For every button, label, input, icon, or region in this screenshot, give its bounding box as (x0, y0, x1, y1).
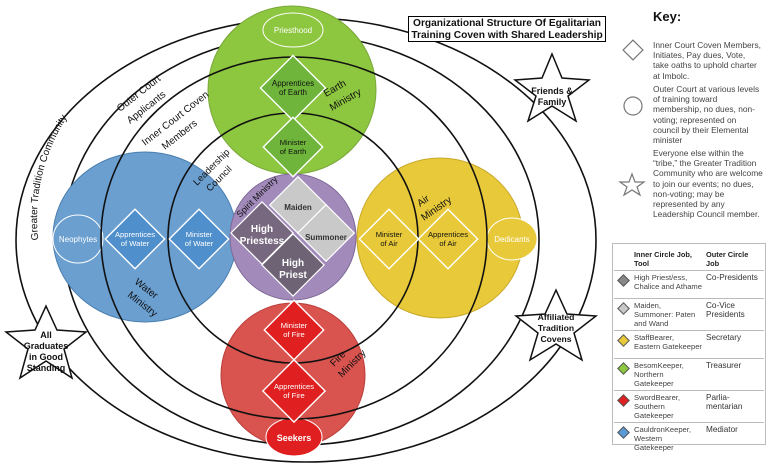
job-outer-cell: Co-Vice Presidents (704, 298, 764, 331)
air-apprentices-label-2: of Air (439, 239, 457, 248)
jobs-header-row: Inner Circle Job, Tool Outer Circle Job (614, 248, 764, 271)
graduates-star-label-1: All (40, 330, 52, 340)
earth-apprentices-diamond (259, 54, 327, 122)
job-outer-cell: Mediator (704, 422, 764, 454)
water-minister-label-1: Minister (186, 230, 213, 239)
jobs-header-inner: Inner Circle Job, Tool (634, 250, 692, 268)
affiliated-star (513, 288, 599, 362)
high-priest-diamond (261, 233, 325, 297)
summoner-diamond (296, 203, 356, 263)
fire-minister-label-2: of Fire (283, 330, 305, 339)
high-priestess-label-2: Priestess (240, 236, 285, 247)
job-outer-cell: Secretary (704, 330, 764, 359)
graduates-star-label-2: Graduates (24, 341, 69, 351)
affiliated-star-label-1: Affiliated (538, 312, 575, 322)
fire-minister-diamond (263, 299, 325, 361)
fire-apprentices-label-1: Apprentices (274, 382, 314, 391)
job-inner-cell: SwordBearer, Southern Gatekeeper (632, 390, 704, 423)
job-swatch-cell (614, 298, 632, 331)
job-swatch-icon (616, 334, 630, 347)
fire-minister-label-1: Minister (281, 321, 308, 330)
air-apprentices-diamond (417, 208, 479, 270)
friends-star-label-2: Family (538, 97, 567, 107)
earth-minister-label-1: Minister (280, 138, 307, 147)
air-minister-label-1: Minister (376, 230, 403, 239)
earth-apprentices-label-1: Apprentices (272, 79, 314, 88)
key-diamond-text: Inner Court Coven Members, Initiates, Pa… (653, 40, 761, 81)
title-line-1: Organizational Structure Of Egalitarian (413, 18, 601, 29)
dedicants-label: Dedicants (494, 235, 530, 244)
affiliated-star-label-3: Covens (540, 334, 571, 344)
job-swatch-cell (614, 422, 632, 454)
water-apprentices-diamond (104, 208, 166, 270)
priesthood-label: Priesthood (274, 26, 312, 35)
job-inner-cell: BesomKeeper, Northern Gatekeeper (632, 358, 704, 391)
air-minister-diamond (358, 208, 420, 270)
diagram-title: Organizational Structure Of Egalitarian … (408, 16, 606, 42)
high-priestess-label-1: High (251, 224, 273, 235)
air-apprentices-label-1: Apprentices (428, 230, 468, 239)
earth-apprentices-label-2: of Earth (279, 88, 307, 97)
job-outer-cell: Co-Presidents (704, 270, 764, 299)
earth-minister-diamond (262, 116, 324, 178)
key-title: Key: (653, 9, 682, 24)
graduates-star-label-4: Standing (27, 363, 66, 373)
job-swatch-cell (614, 330, 632, 359)
affiliated-star-label-2: Tradition (538, 323, 574, 333)
jobs-header-swatch (614, 248, 632, 271)
neophytes-circle (52, 214, 104, 264)
graduates-star-label-3: in Good (29, 352, 63, 362)
job-swatch-icon (616, 426, 630, 439)
job-inner-cell: High Priest/ess, Chalice and Athame (632, 270, 704, 299)
job-outer-cell: Treasurer (704, 358, 764, 391)
key-diamond-icon (622, 39, 644, 61)
water-apprentices-label-2: of Water (121, 239, 150, 248)
priesthood-circle (262, 12, 324, 48)
graduates-star (3, 304, 89, 380)
summoner-label: Summoner (305, 233, 347, 242)
job-swatch-cell (614, 358, 632, 391)
job-inner-cell: CauldronKeeper, Western Gatekeeper (632, 422, 704, 454)
earth-minister-label-2: of Earth (280, 147, 307, 156)
water-apprentices-label-1: Apprentices (115, 230, 155, 239)
job-swatch-cell (614, 390, 632, 423)
job-swatch-icon (616, 302, 630, 315)
high-priest-label-1: High (282, 258, 304, 269)
air-minister-label-2: of Air (380, 239, 398, 248)
friends-star-label-1: Friends & (531, 86, 573, 96)
water-minister-label-2: of Water (185, 239, 214, 248)
job-swatch-icon (616, 274, 630, 287)
job-outer-cell: Parlia-mentarian (704, 390, 764, 423)
fire-apprentices-diamond (261, 358, 327, 424)
maiden-label: Maiden (284, 203, 312, 212)
job-swatch-icon (616, 394, 630, 407)
title-line-2: Training Coven with Shared Leadership (411, 30, 603, 41)
neophytes-label: Neophytes (59, 235, 97, 244)
friends-star (512, 52, 592, 123)
water-minister-diamond (168, 208, 230, 270)
jobs-header-outer: Outer Circle Job (706, 250, 749, 268)
key-star-text: Everyone else within the “tribe,” the Gr… (653, 148, 763, 220)
job-swatch-cell (614, 270, 632, 299)
key-circle-text: Outer Court at various levels of trainin… (653, 84, 760, 146)
key-star-icon (618, 172, 646, 197)
key-circle-icon (623, 96, 643, 116)
jobs-table: Inner Circle Job, Tool Outer Circle Job … (614, 248, 764, 454)
job-inner-cell: Maiden, Summoner: Paten and Wand (632, 298, 704, 331)
high-priest-label-2: Priest (279, 270, 307, 281)
job-swatch-icon (616, 362, 630, 375)
job-inner-cell: StaffBearer, Eastern Gatekeeper (632, 330, 704, 359)
seekers-label: Seekers (277, 433, 312, 443)
fire-apprentices-label-2: of Fire (283, 391, 305, 400)
